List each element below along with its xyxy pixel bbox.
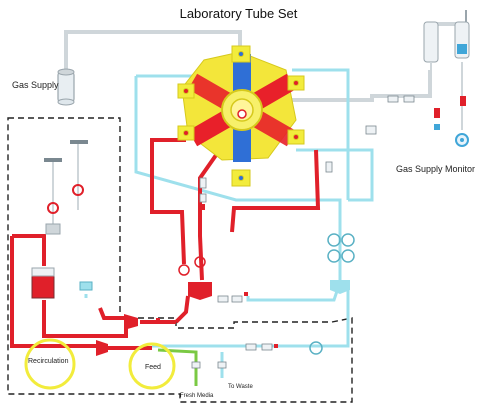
feed-loop bbox=[128, 342, 176, 390]
inline-filter-left bbox=[79, 281, 93, 291]
recirculation-loop bbox=[24, 338, 76, 390]
fresh-media-label: Fresh Media bbox=[180, 393, 214, 399]
red-coils bbox=[178, 256, 206, 276]
line-connectors bbox=[191, 95, 415, 369]
feed-label: Feed bbox=[145, 364, 161, 371]
medium-coils bbox=[309, 233, 355, 355]
recirculation-lines bbox=[10, 116, 321, 350]
to-waste-label: To Waste bbox=[228, 384, 253, 390]
fresh-media-line bbox=[157, 348, 198, 386]
diagram-title: Laboratory Tube Set bbox=[179, 6, 298, 21]
gas-supply-filter bbox=[57, 68, 75, 106]
manifold-caps bbox=[177, 45, 305, 187]
bioreactor-manifold bbox=[181, 51, 297, 162]
recirculation-label: Recirculation bbox=[28, 358, 69, 365]
line-clamps bbox=[156, 204, 278, 348]
syringe-filters bbox=[44, 140, 88, 235]
pump-heads bbox=[96, 280, 350, 356]
gas-monitor-devices bbox=[423, 10, 470, 147]
gas-supply-monitor-label: Gas Supply Monitor bbox=[396, 164, 476, 174]
gas-supply-label: Gas Supply bbox=[12, 80, 59, 90]
media-bag bbox=[31, 267, 55, 299]
